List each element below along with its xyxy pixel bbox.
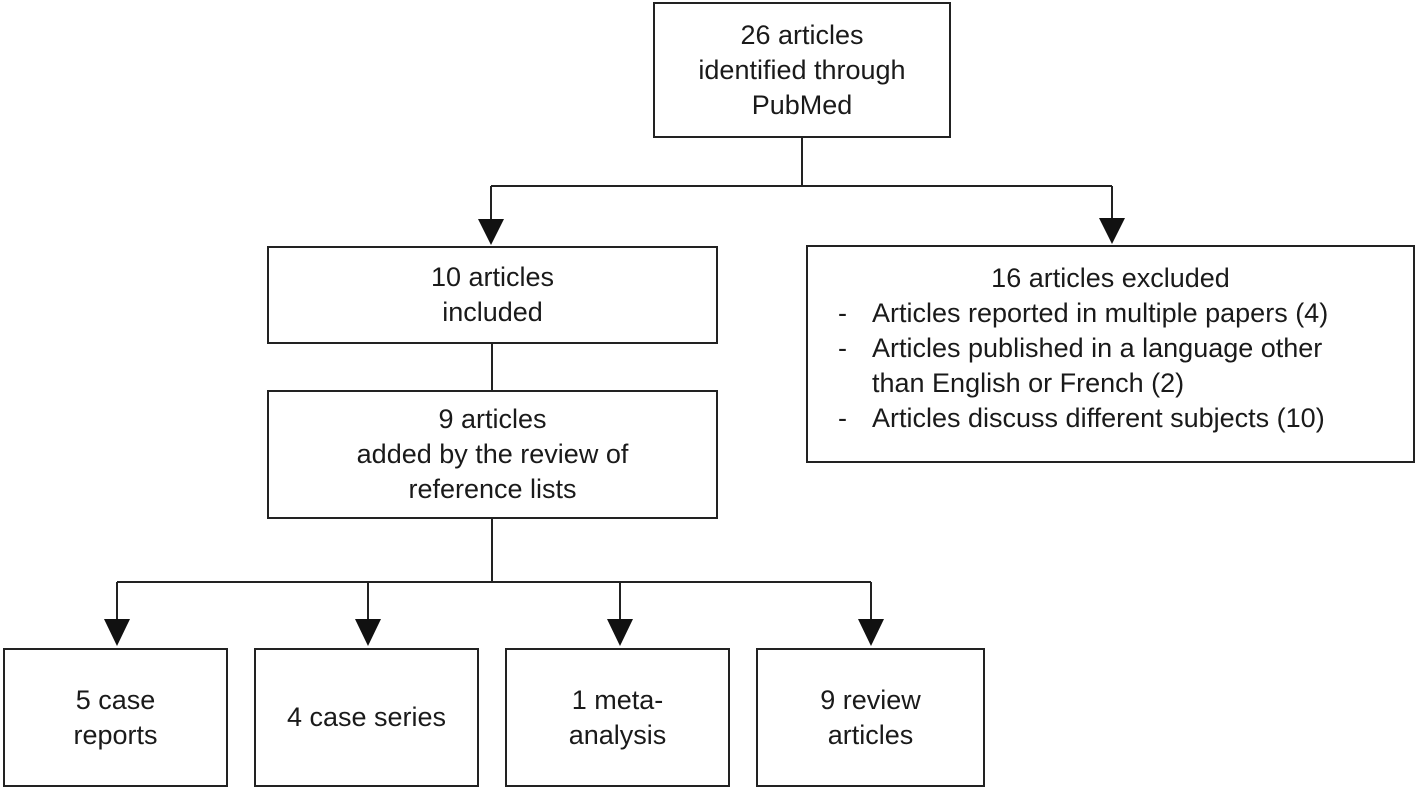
box-text-line: 10 articles [430,262,555,292]
exclusion-reasons-list: - Articles reported in multiple papers (… [808,296,1413,436]
exclusion-reason: - Articles reported in multiple papers (… [808,296,1413,331]
arrow-to-meta-analysis [607,619,633,646]
arrow-to-review-articles [858,619,884,646]
included-articles-box: 10 articles included [267,246,718,344]
box-text-line: reports [73,719,158,750]
box-text-line: 26 articles [740,19,864,50]
exclusion-reason: - Articles discuss different subjects (1… [808,401,1413,436]
arrow-to-case-series [355,619,381,646]
box-text-line: PubMed [751,89,853,120]
box-text-line: 9 articles [438,404,547,434]
arrow-to-included [478,219,504,245]
box-text-line: reference lists [408,474,577,504]
bullet-dash: - [838,403,847,433]
box-text-line: 9 review [820,684,921,715]
box-text-line: 4 case series [286,702,447,732]
bullet-dash: - [838,298,847,328]
arrow-to-case-reports [104,619,130,646]
review-articles-box: 9 review articles [756,648,985,787]
box-text-line: 5 case [75,684,156,715]
excluded-title: 16 articles excluded [991,263,1230,293]
excluded-articles-box: 16 articles excluded - Articles reported… [806,245,1415,463]
exclusion-reason-line: Articles reported in multiple papers (4) [872,298,1329,328]
case-reports-box: 5 case reports [3,648,228,787]
box-text-line: articles [827,719,914,750]
exclusion-reason: - Articles published in a language other… [808,331,1413,401]
exclusion-reason-line: Articles discuss different subjects (10) [872,403,1325,433]
meta-analysis-box: 1 meta- analysis [505,648,730,787]
pubmed-identified-box: 26 articles identified through PubMed [653,2,951,138]
arrow-to-excluded [1099,218,1125,244]
bullet-dash: - [838,333,847,363]
box-text-line: included [442,297,543,327]
case-series-box: 4 case series [254,648,479,787]
box-text-line: analysis [568,719,667,750]
box-text-line: identified through [698,54,906,85]
box-text-line: 1 meta- [571,684,664,715]
exclusion-reason-line: Articles published in a language other [872,333,1323,363]
exclusion-reason-line: than English or French (2) [872,368,1185,398]
added-articles-box: 9 articles added by the review of refere… [267,390,718,519]
box-text-line: added by the review of [356,439,629,469]
